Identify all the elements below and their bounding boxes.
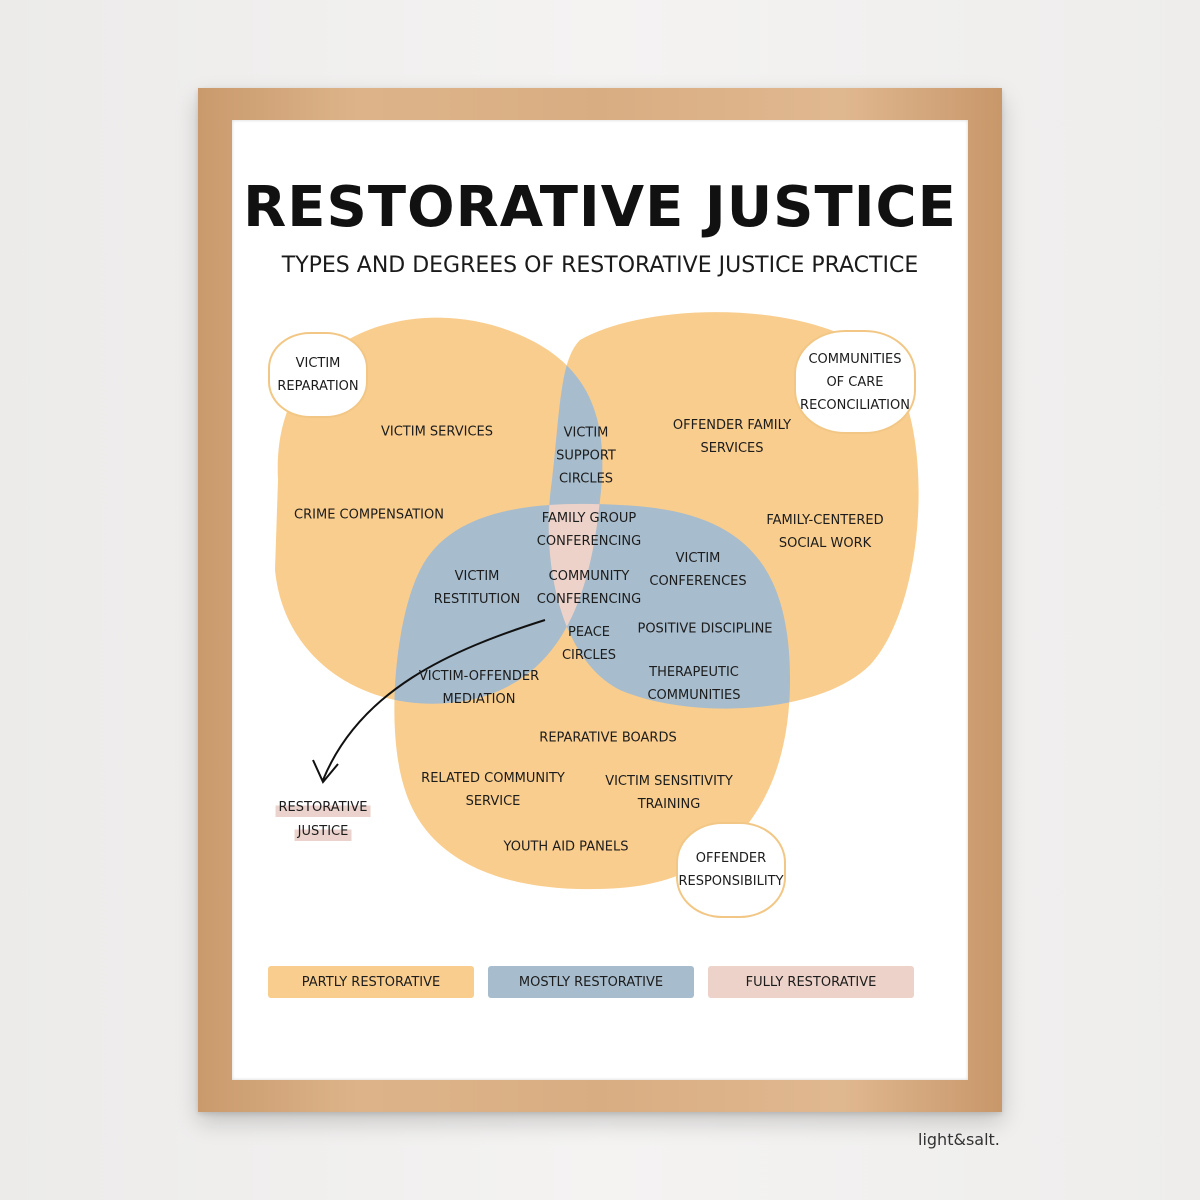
badge-victim-reparation: VICTIM REPARATION bbox=[268, 332, 368, 418]
label-youth-aid-panels: YOUTH AID PANELS bbox=[503, 839, 629, 855]
label-reparative-boards: REPARATIVE BOARDS bbox=[539, 730, 677, 746]
legend-mostly-restorative: MOSTLY RESTORATIVE bbox=[488, 966, 694, 998]
label-victim-conferences: VICTIM CONFERENCES bbox=[649, 551, 747, 589]
label-offender-family-services: OFFENDER FAMILY SERVICES bbox=[672, 418, 792, 456]
label-victim-support-circles: VICTIM SUPPORT CIRCLES bbox=[556, 425, 616, 487]
badge-offender-responsibility: OFFENDER RESPONSIBILITY bbox=[676, 822, 786, 918]
brand-signature: light&salt. bbox=[918, 1130, 1000, 1149]
label-peace-circles: PEACE CIRCLES bbox=[561, 625, 617, 663]
poster-subtitle: TYPES AND DEGREES OF RESTORATIVE JUSTICE… bbox=[281, 253, 919, 278]
label-community-conferencing: COMMUNITY CONFERENCING bbox=[536, 569, 642, 607]
label-crime-compensation: CRIME COMPENSATION bbox=[294, 507, 444, 523]
callout-line-2: JUSTICE bbox=[294, 820, 352, 844]
label-victim-sensitivity-training: VICTIM SENSITIVITY TRAINING bbox=[605, 774, 733, 812]
label-victim-services: VICTIM SERVICES bbox=[381, 424, 493, 440]
label-positive-discipline: POSITIVE DISCIPLINE bbox=[637, 621, 773, 637]
label-family-centered-social-work: FAMILY-CENTERED SOCIAL WORK bbox=[766, 513, 884, 551]
label-victim-restitution: VICTIM RESTITUTION bbox=[433, 569, 521, 607]
callout-arrow bbox=[322, 619, 546, 781]
poster-title: RESTORATIVE JUSTICE bbox=[243, 175, 957, 240]
label-related-community-service: RELATED COMMUNITY SERVICE bbox=[421, 771, 565, 809]
callout-line-1: RESTORATIVE bbox=[275, 796, 371, 820]
label-family-group-conferencing: FAMILY GROUP CONFERENCING bbox=[536, 511, 642, 549]
label-victim-offender-mediation: VICTIM-OFFENDER MEDIATION bbox=[418, 669, 540, 707]
callout-restorative-justice: RESTORATIVE JUSTICE bbox=[275, 796, 371, 844]
legend-partly-restorative: PARTLY RESTORATIVE bbox=[268, 966, 474, 998]
badge-communities-of-care: COMMUNITIES OF CARE RECONCILIATION bbox=[794, 330, 916, 434]
callout-arrowhead bbox=[312, 759, 339, 784]
legend-fully-restorative: FULLY RESTORATIVE bbox=[708, 966, 914, 998]
label-therapeutic-communities: THERAPEUTIC COMMUNITIES bbox=[647, 665, 741, 703]
